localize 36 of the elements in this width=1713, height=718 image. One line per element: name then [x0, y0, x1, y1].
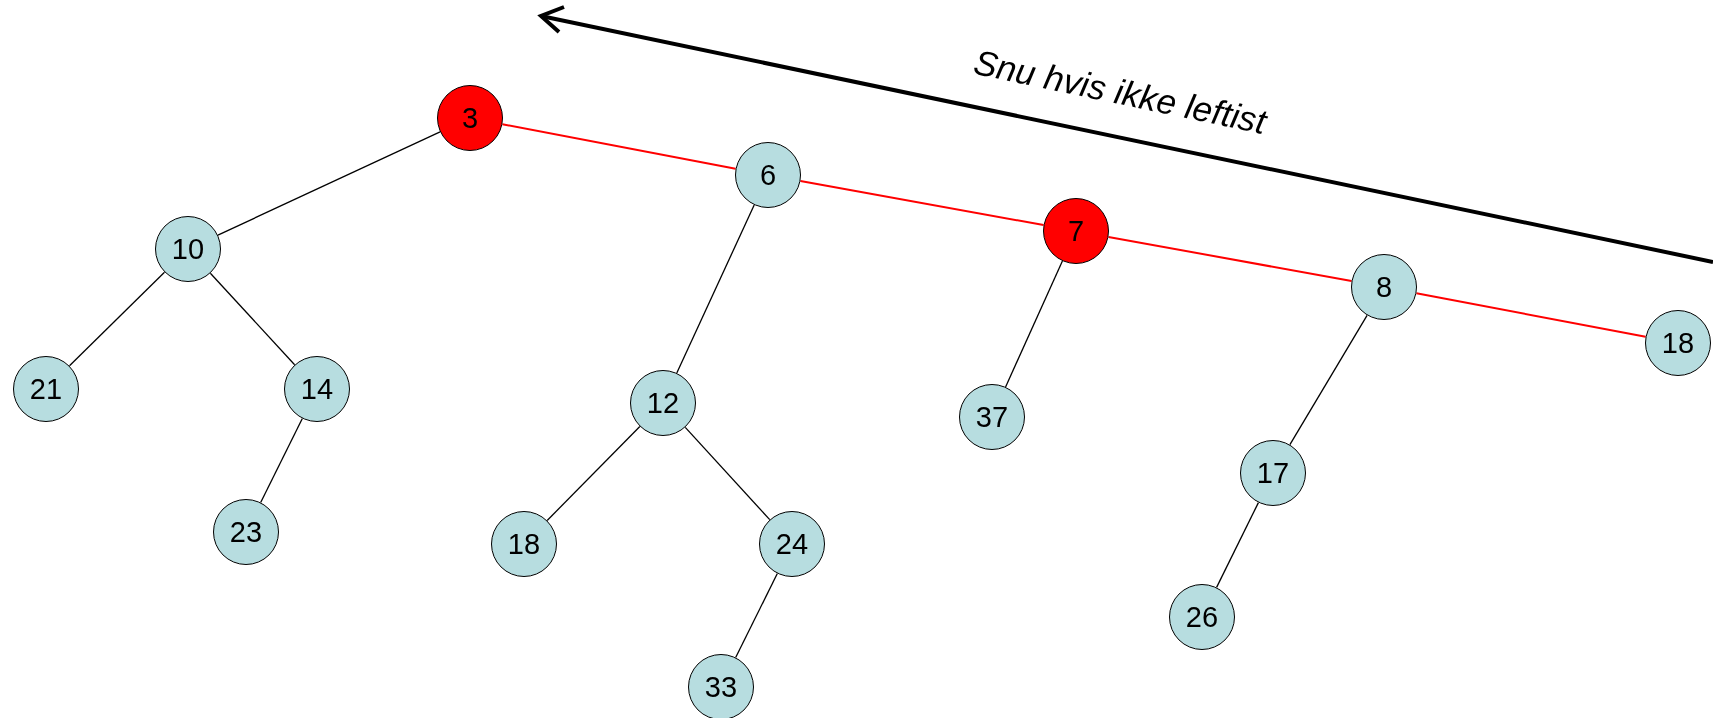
node-value: 17 — [1256, 458, 1290, 488]
tree-edge — [1289, 314, 1368, 446]
tree-edge — [1004, 260, 1064, 388]
direction-note: Snu hvis ikke leftist — [969, 41, 1271, 144]
tree-edge — [735, 572, 778, 659]
node-value: 6 — [759, 160, 777, 190]
node-value: 8 — [1375, 272, 1393, 302]
tree-edge — [684, 426, 771, 521]
tree-edge — [1215, 501, 1260, 589]
node-value: 14 — [300, 374, 334, 404]
node-value: 37 — [975, 402, 1009, 432]
node-value: 18 — [1661, 328, 1695, 358]
tree-edge — [1415, 292, 1647, 338]
node-value: 26 — [1185, 602, 1219, 632]
tree-edge — [217, 131, 441, 236]
tree-edge — [209, 272, 296, 366]
node-value: 12 — [646, 388, 680, 418]
node-value: 33 — [704, 672, 738, 702]
tree-node — [155, 216, 221, 282]
tree-edge — [501, 123, 737, 170]
tree-edge — [799, 179, 1045, 227]
node-value: 7 — [1067, 216, 1085, 246]
node-value: 21 — [29, 374, 63, 404]
node-value: 23 — [229, 517, 263, 547]
tree-edge — [260, 417, 303, 504]
node-value: 24 — [775, 529, 809, 559]
tree-node — [284, 356, 350, 422]
node-value: 18 — [507, 529, 541, 559]
tree-node — [630, 370, 696, 436]
tree-edge — [546, 425, 641, 522]
tree-edge — [1107, 235, 1353, 283]
tree-edge — [676, 204, 755, 374]
tree-node — [759, 511, 825, 577]
node-value: 3 — [461, 103, 479, 133]
tree-edge — [68, 271, 166, 367]
node-value: 10 — [171, 234, 205, 264]
